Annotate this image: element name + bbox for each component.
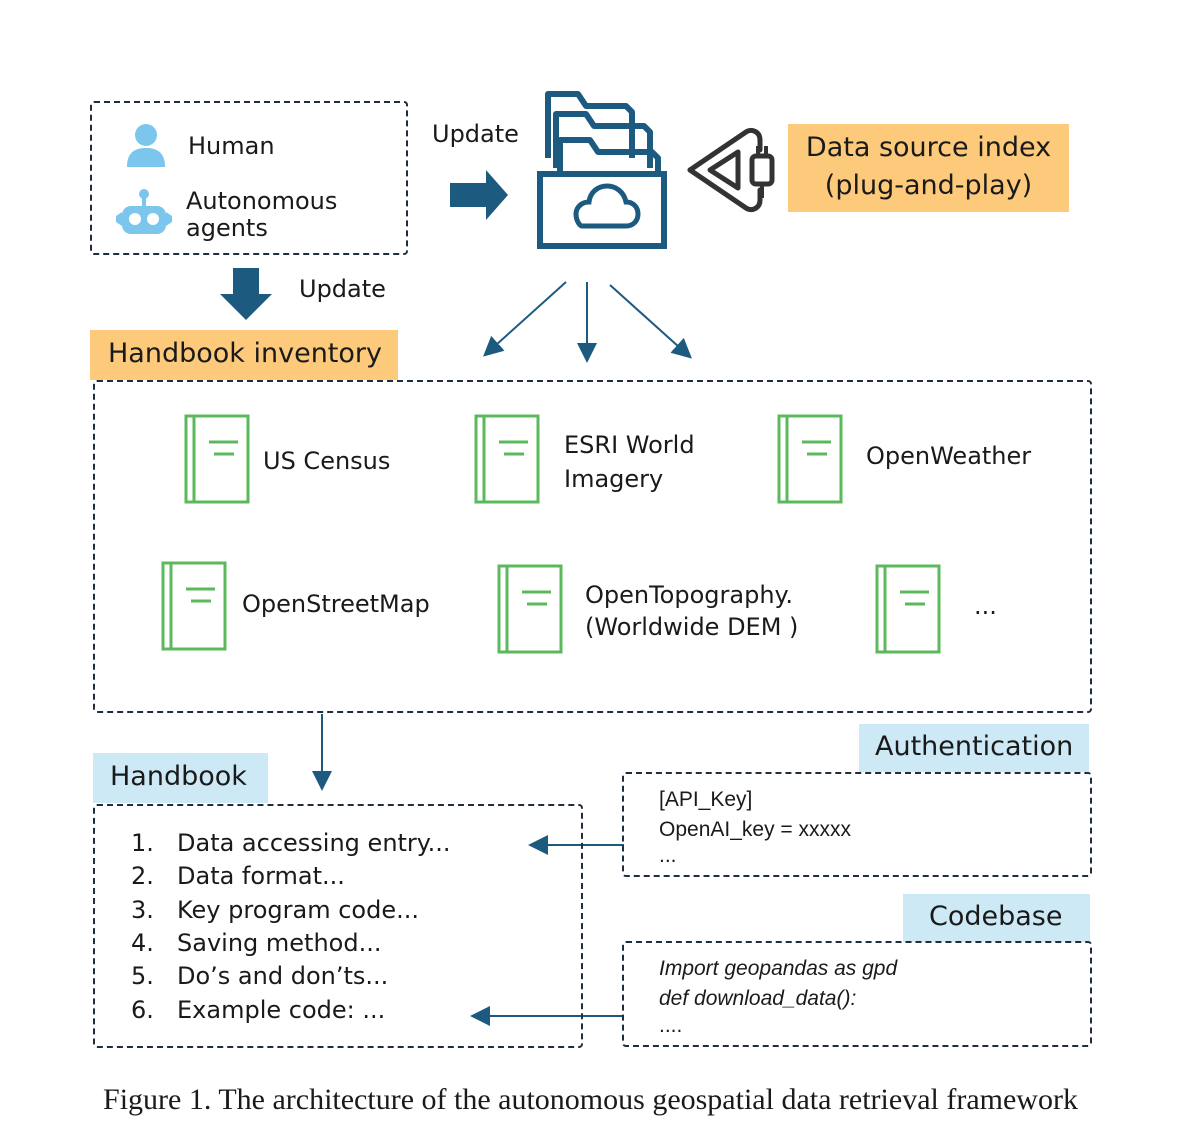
agents-label-line1: Autonomous	[186, 187, 338, 215]
inventory-item-opentopography-line2: (Worldwide DEM )	[585, 613, 799, 641]
handbook-inventory-title-bg	[90, 330, 398, 380]
book-icon	[184, 414, 250, 504]
handbook-inventory-box	[93, 380, 1092, 713]
codebase-title-bg	[903, 894, 1090, 942]
inventory-item-openweather: OpenWeather	[866, 442, 1032, 470]
authentication-title: Authentication	[875, 731, 1074, 762]
fan-arrow-left	[483, 281, 567, 357]
handbook-title: Handbook	[110, 761, 247, 792]
handbook-item: 1.Data accessing entry...	[131, 829, 451, 857]
update-down-arrow	[220, 268, 272, 320]
update-down-label: Update	[299, 275, 386, 303]
human-icon	[127, 124, 165, 167]
update-right-label: Update	[432, 120, 519, 148]
handbook-item: 6.Example code: ...	[131, 996, 386, 1024]
figure-caption: Figure 1. The architecture of the autono…	[103, 1083, 1078, 1116]
codebase-line2: def download_data():	[659, 987, 857, 1010]
authentication-title-bg	[859, 724, 1089, 772]
authentication-box	[622, 772, 1092, 877]
inventory-item-us-census: US Census	[263, 447, 391, 475]
codebase-box	[622, 941, 1092, 1047]
updaters-box	[90, 101, 408, 255]
codebase-line3: ....	[659, 1014, 683, 1037]
plug-icon	[687, 127, 775, 213]
codebase-line1: Import geopandas as gpd	[659, 957, 898, 980]
book-icon	[161, 561, 227, 651]
book-icon	[875, 564, 941, 654]
auth-line2: OpenAI_key = xxxxx	[659, 818, 852, 841]
handbook-title-bg	[93, 753, 268, 803]
codebase-title: Codebase	[929, 901, 1063, 932]
data-source-index-line1: Data source index	[805, 132, 1052, 163]
agents-label-line2: agents	[186, 214, 268, 242]
handbook-item: 2.Data format...	[131, 862, 345, 890]
cloud-folder-icon	[537, 91, 667, 249]
inventory-item-more: ...	[974, 592, 997, 620]
inventory-item-esri-line2: Imagery	[564, 465, 664, 493]
handbook-inventory-title: Handbook inventory	[108, 338, 382, 369]
handbook-item: 5.Do’s and don’ts...	[131, 962, 389, 990]
auth-line1: [API_Key]	[659, 788, 753, 811]
handbook-item: 4.Saving method...	[131, 929, 382, 957]
update-right-arrow	[450, 170, 508, 220]
inventory-item-esri-line1: ESRI World	[564, 431, 695, 459]
auth-line3: ...	[659, 844, 677, 867]
inventory-item-openstreetmap: OpenStreetMap	[242, 590, 430, 618]
data-source-index-line2: (plug-and-play)	[824, 170, 1033, 201]
fan-arrow-right	[609, 284, 692, 359]
robot-icon	[116, 189, 172, 234]
handbook-box	[93, 804, 583, 1048]
book-icon	[777, 414, 843, 504]
inventory-item-opentopography-line1: OpenTopography.	[585, 581, 793, 609]
book-icon	[497, 564, 563, 654]
book-icon	[474, 414, 540, 504]
data-source-index-label	[788, 124, 1069, 212]
human-label: Human	[188, 132, 275, 160]
handbook-item: 3.Key program code...	[131, 896, 419, 924]
